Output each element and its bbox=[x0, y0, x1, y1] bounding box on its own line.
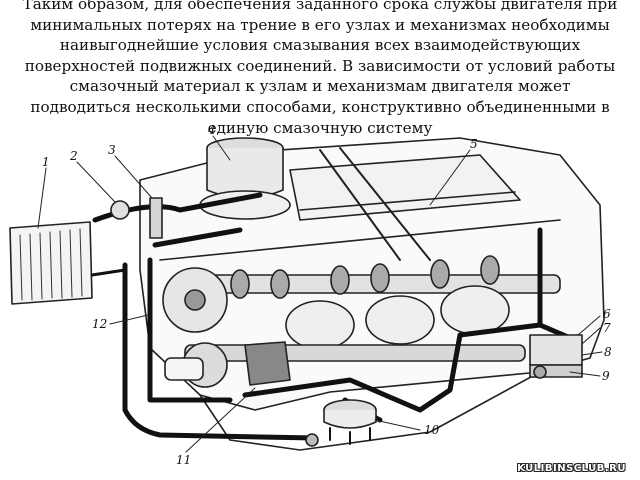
paragraph-line: подводиться несколькими способами, конст… bbox=[30, 97, 610, 116]
callout-12: 12 bbox=[92, 317, 107, 331]
oil-filler bbox=[149, 197, 163, 239]
site-watermark: KULIBINSCLUB.RU bbox=[517, 463, 626, 474]
callout-4: 4 bbox=[207, 123, 216, 137]
drain-plug bbox=[305, 433, 319, 447]
flow-arrows bbox=[329, 427, 371, 445]
callout-7: 7 bbox=[603, 321, 611, 335]
body-paragraph: Таким образом, для обеспечения заданного… bbox=[0, 0, 640, 138]
cam-lobes bbox=[230, 255, 500, 299]
paragraph-line: Таким образом, для обеспечения заданного… bbox=[22, 0, 618, 13]
centrifuge-housing bbox=[529, 334, 583, 366]
rocker-shaft bbox=[299, 191, 516, 211]
paragraph-line: смазочный материал к узлам и механизмам … bbox=[69, 77, 571, 96]
paragraph-line: единую смазочную систему bbox=[207, 118, 433, 137]
cooler-valve bbox=[110, 200, 130, 220]
callout-8: 8 bbox=[604, 345, 612, 359]
leader-lines bbox=[37, 135, 603, 453]
callout-2: 2 bbox=[69, 149, 78, 163]
callout-10: 10 bbox=[424, 423, 440, 437]
valve-cover bbox=[289, 154, 521, 221]
paragraph-line: наивыгоднейшие условия смазывания всех в… bbox=[59, 36, 581, 55]
callout-labels: 1 2 3 4 5 6 7 8 9 10 11 12 bbox=[42, 123, 612, 467]
callout-6: 6 bbox=[603, 307, 611, 321]
crank-pulley bbox=[164, 357, 204, 381]
pushrod-1 bbox=[319, 149, 401, 261]
pushrod-2 bbox=[339, 147, 431, 261]
oil-pump bbox=[244, 341, 291, 386]
engine-lubrication-diagram: 1 2 3 4 5 6 7 8 9 10 11 12 bbox=[9, 123, 612, 467]
crank-webs bbox=[285, 285, 510, 350]
crankshaft bbox=[184, 344, 526, 362]
oil-lines bbox=[92, 192, 578, 441]
block-inner-edge bbox=[159, 219, 561, 261]
callout-1: 1 bbox=[42, 155, 50, 169]
callout-11: 11 bbox=[176, 453, 191, 467]
callout-3: 3 bbox=[108, 143, 116, 157]
block-lower-edge bbox=[199, 371, 541, 451]
paragraph-line: поверхностей подвижных соединений. В зав… bbox=[24, 56, 616, 75]
callout-9: 9 bbox=[602, 369, 610, 383]
callout-5: 5 bbox=[470, 137, 478, 151]
paragraph-line: минимальных потерях на трение в его узла… bbox=[30, 15, 610, 34]
